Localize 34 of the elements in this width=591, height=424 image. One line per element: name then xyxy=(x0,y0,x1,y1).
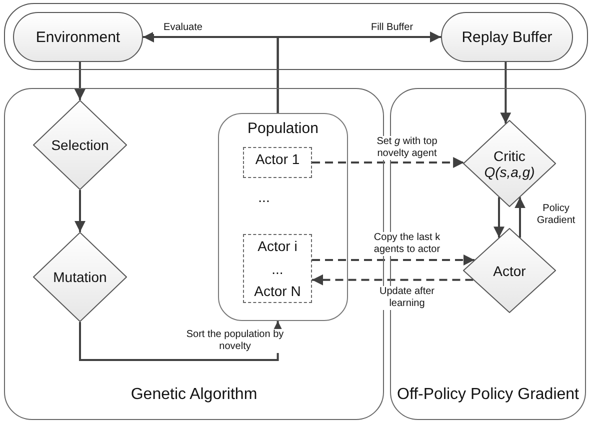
node-label: Actor i xyxy=(258,238,298,254)
decision-diamond xyxy=(33,100,127,190)
arrow xyxy=(500,62,512,124)
node-label: Actor N xyxy=(254,283,301,299)
terminal-box xyxy=(441,12,573,62)
node-label: Actor 1 xyxy=(255,151,300,167)
arrow xyxy=(312,157,464,168)
arrow xyxy=(514,197,526,238)
node-label: Mutation xyxy=(53,269,107,285)
edge-label: Sort the population by novelty xyxy=(186,329,284,353)
decision-diamond xyxy=(33,232,127,322)
group-title: Population xyxy=(248,120,318,137)
arrow xyxy=(79,321,284,361)
node-label: ... xyxy=(272,260,284,276)
arrow xyxy=(312,274,474,286)
section-title: Off-Policy Policy Gradient xyxy=(397,386,579,404)
dashed-box xyxy=(243,234,312,303)
arrow xyxy=(276,32,441,113)
arrow xyxy=(494,197,504,238)
node-label: Critic xyxy=(494,148,526,164)
decision-diamond xyxy=(463,228,556,313)
group-box xyxy=(218,113,348,321)
node-label: Replay Buffer xyxy=(462,28,552,46)
section-title: Genetic Algorithm xyxy=(130,386,258,404)
node-label: Environment xyxy=(36,28,120,46)
node-label: Selection xyxy=(51,137,109,153)
terminal-box xyxy=(13,12,143,62)
arrow xyxy=(74,62,86,100)
arrow xyxy=(74,190,86,232)
node-label: Q(s,a,g) xyxy=(484,164,535,180)
dashed-box xyxy=(243,147,312,178)
ellipsis-text: ... xyxy=(258,189,270,205)
node-label: Actor xyxy=(493,262,526,278)
arrow xyxy=(312,254,474,266)
